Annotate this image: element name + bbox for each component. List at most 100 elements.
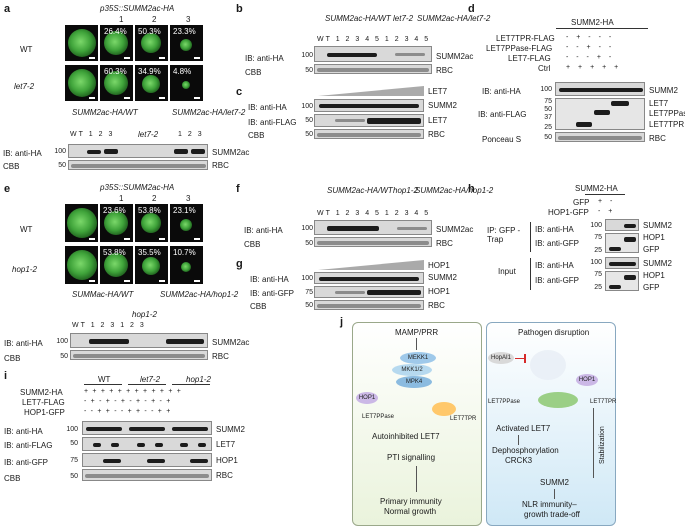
gradient-wedge [318, 86, 424, 96]
western-blot-strip [555, 132, 645, 142]
pti-signalling-label: PTI signalling [387, 453, 436, 462]
lane-labels: WT 1 2 3 [70, 131, 115, 138]
ib-label: IB: anti-GFP [4, 458, 49, 467]
percentage-label: 23.3% [173, 27, 196, 36]
cbb-label: CBB [250, 302, 267, 311]
band-label: GFP [643, 245, 660, 254]
row-label: GFP [573, 198, 590, 207]
hop1-node: HOP1 [356, 392, 378, 404]
hopai1-node: HopAI1 [488, 352, 514, 364]
row-label: SUMM2-HA [20, 388, 63, 397]
mw-marker: 50 [60, 353, 68, 360]
condition-symbols: - - + - - [566, 44, 615, 51]
western-blot-strip [555, 98, 645, 130]
input-label: Input [498, 267, 516, 276]
hop1-node: HOP1 [576, 374, 598, 386]
condition-symbols: + + + + + + + + + + + + [84, 388, 183, 395]
band-label: GFP [643, 283, 660, 292]
mw-marker: 100 [590, 259, 602, 266]
mw-marker: 50 [70, 473, 78, 480]
mw-marker: 50 [305, 67, 313, 74]
band-label: HOP1 [216, 456, 238, 465]
band-label: LET7 [216, 440, 236, 449]
mpk4-node: MPK4 [396, 376, 432, 388]
band-label: LET7TPR [649, 120, 685, 129]
blot-header: let7-2 [393, 14, 414, 23]
ib-label: IB: anti-HA [535, 225, 574, 234]
condition-symbols: - - + + - - + + - - + + [84, 408, 172, 415]
band-label: LET7 [649, 99, 669, 108]
plant-photo: 53.8% [100, 246, 133, 284]
row-label: Ctrl [538, 64, 551, 73]
mw-marker: 50 [58, 162, 66, 169]
percentage-label: 34.9% [138, 67, 161, 76]
blot-header-genotype: hop1-2 [132, 310, 157, 319]
ib-label: IB: anti-HA [248, 103, 287, 112]
plant-photo [65, 246, 98, 284]
western-blot-strip [70, 333, 208, 348]
box-title: MAMP/PRR [395, 328, 439, 337]
cbb-label: CBB [248, 131, 265, 140]
percentage-label: 4.8% [173, 67, 192, 76]
mw-marker: 50 [544, 106, 552, 113]
band-label: RBC [649, 134, 666, 143]
line-number: 3 [186, 15, 191, 24]
ib-label: IB: anti-GFP [535, 276, 580, 285]
plant-photo [65, 65, 98, 101]
line-number: 2 [152, 15, 157, 24]
ib-label: IB: anti-HA [250, 275, 289, 284]
blot-header: hop1-2 [393, 186, 418, 195]
mw-marker: 25 [544, 124, 552, 131]
dephosphorylation-label: Dephosphorylation [492, 446, 559, 455]
panel-letter-a: a [4, 3, 11, 15]
condition-symbols: - + - - - [566, 34, 615, 41]
plant-photo: 23.3% [170, 25, 203, 61]
mw-marker: 100 [56, 338, 68, 345]
group-label: let7-2 [140, 375, 161, 384]
panel-letter-h: h [468, 183, 475, 195]
band-label: LET7PPase [649, 109, 685, 118]
lane-labels: WT 1 2 3 4 5 1 2 3 4 5 [317, 36, 431, 43]
panel-letter-i: i [4, 370, 8, 382]
band-label: SUMM2 [428, 101, 457, 110]
mapk-cascade-icon [530, 350, 566, 380]
lane-labels: 1 2 3 [178, 131, 204, 138]
percentage-label: 23.1% [173, 206, 196, 215]
mekk1-node: MEKK1 [400, 352, 436, 364]
line-number: 1 [119, 194, 124, 203]
primary-immunity-label: Primary immunity [380, 497, 442, 506]
mw-marker: 50 [70, 440, 78, 447]
group-label: WT [98, 375, 111, 384]
summ2-label: SUMM2 [540, 478, 569, 487]
percentage-label: 53.8% [103, 248, 126, 257]
western-blot-strip [605, 233, 639, 253]
western-blot-strip [314, 220, 432, 235]
genotype-label: WT [20, 45, 33, 54]
blot-header: SUMM2ac-HA/hop1-2 [415, 186, 494, 195]
ib-label: IB: anti-HA [535, 261, 574, 270]
mw-marker: 100 [66, 426, 78, 433]
plant-photo [65, 204, 98, 242]
mkk12-node: MKK1/2 [392, 364, 432, 376]
percentage-label: 10.7% [173, 248, 196, 257]
western-blot-strip [314, 64, 432, 74]
blot-header: SUMM2ac-HA/let7-2 [172, 108, 246, 117]
western-blot-strip [605, 219, 639, 231]
band-label: RBC [216, 471, 233, 480]
stabilization-label: Stabilization [599, 426, 606, 464]
lane-labels: WT 1 2 3 4 5 1 2 3 4 5 [317, 210, 431, 217]
panel-letter-j: j [340, 316, 344, 328]
western-blot-strip [82, 469, 212, 481]
mw-marker: 50 [544, 134, 552, 141]
band-label: HOP1 [643, 271, 665, 280]
row-label: LET7-FLAG [508, 54, 551, 63]
ib-label: IB: anti-GFP [250, 289, 295, 298]
band-label: SUMM2ac [212, 148, 250, 157]
cbb-label: CBB [4, 474, 21, 483]
genotype-label: let7-2 [14, 82, 35, 91]
blot-header: SUMM2-HA [575, 184, 618, 193]
western-blot-strip [314, 286, 424, 298]
plant-photo: 50.3% [135, 25, 168, 61]
normal-growth-label: Normal growth [384, 507, 437, 516]
genotype-label: hop1-2 [12, 265, 37, 274]
